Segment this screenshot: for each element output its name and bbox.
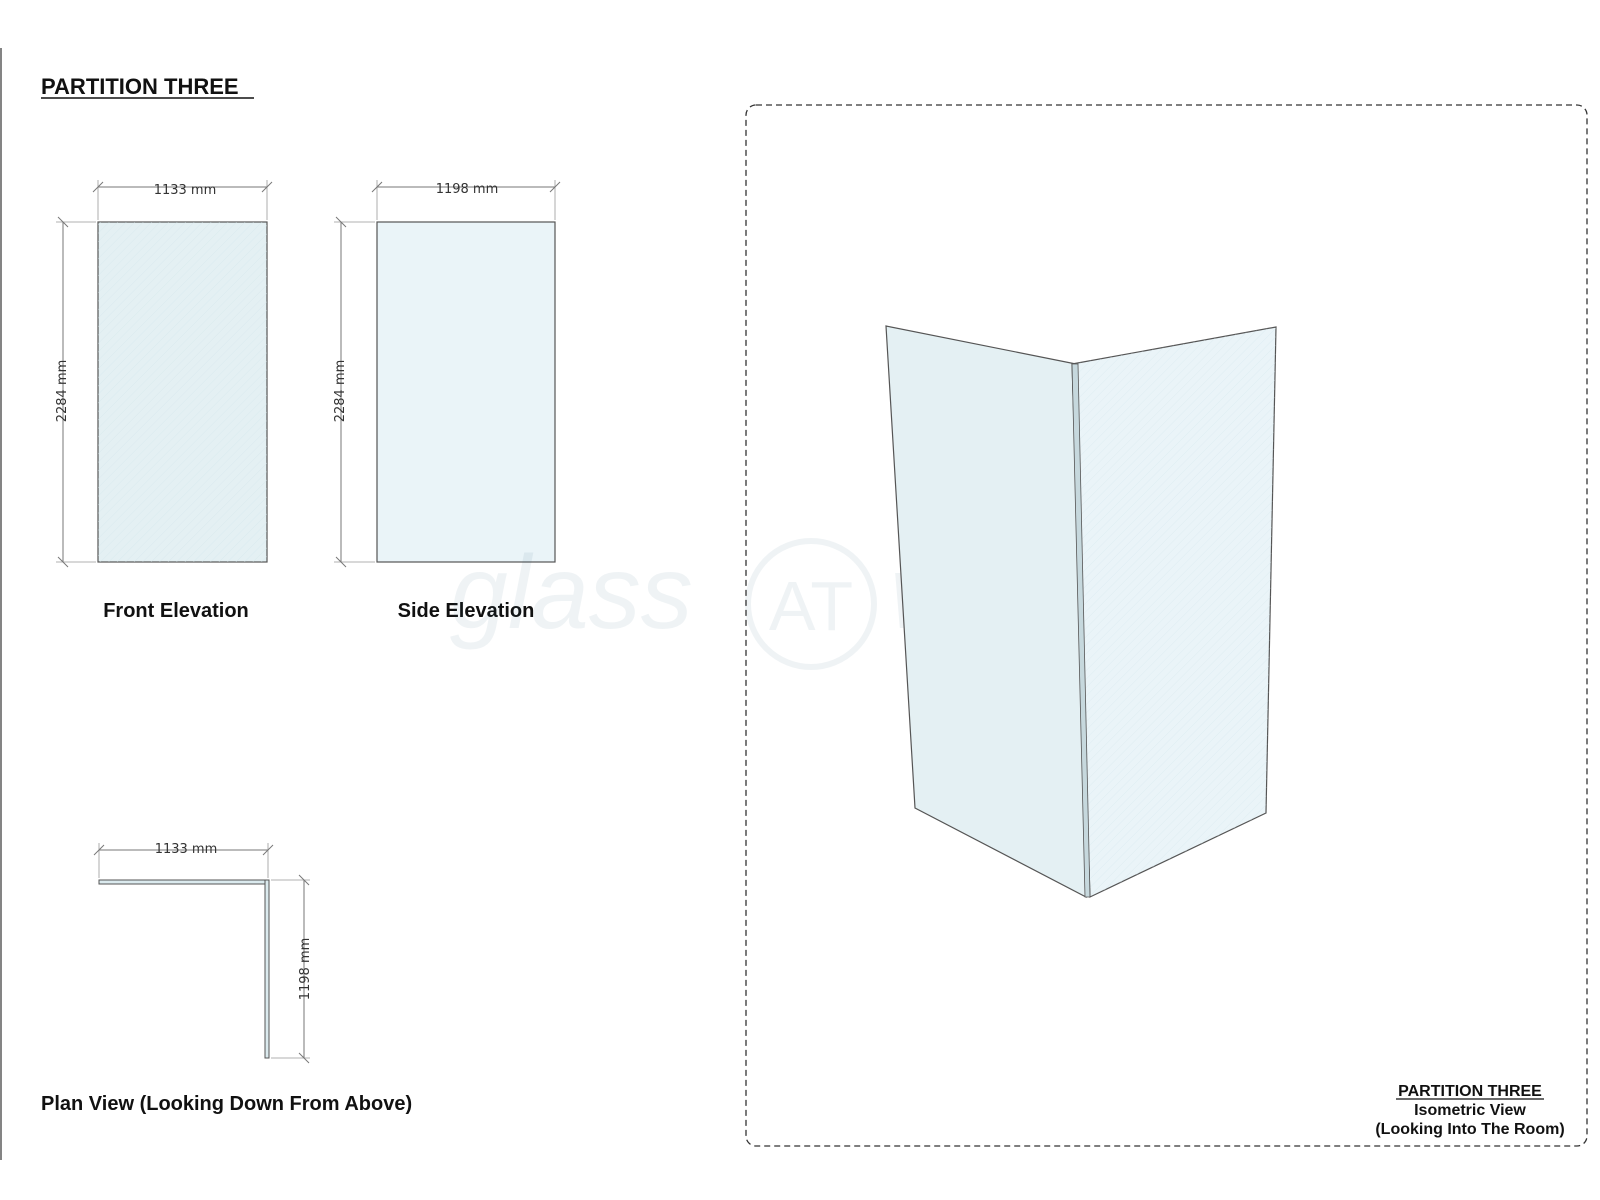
- front-width-tick-left: [92, 181, 104, 193]
- side-width-tick-left: [371, 181, 383, 193]
- iso-left-panel: [885, 325, 1087, 898]
- front-width-tick-right: [261, 181, 273, 193]
- front-width-dim: 1133 mm: [154, 183, 217, 198]
- iso-corner-edge: [1071, 363, 1091, 898]
- side-width-tick-right: [549, 181, 561, 193]
- plan-depth-tick-bottom: [298, 1052, 310, 1064]
- plan-width-tick-right: [262, 844, 274, 856]
- front-elevation: 1133 mm 2284 mm Front Elevation: [55, 180, 273, 622]
- front-height-tick-bottom: [57, 556, 69, 568]
- plan-width-dim: 1133 mm: [155, 842, 218, 857]
- plan-side-panel: [264, 879, 270, 1059]
- side-width-dim: 1198 mm: [436, 182, 499, 197]
- plan-depth-tick-top: [298, 874, 310, 886]
- side-elevation: 1198 mm 2284 mm Side Elevation: [333, 180, 561, 622]
- side-height-tick-top: [335, 216, 347, 228]
- iso-caption: (Looking Into The Room): [1375, 1121, 1564, 1138]
- isometric-view: [885, 325, 1277, 898]
- plan-view-label: Plan View (Looking Down From Above): [41, 1093, 412, 1115]
- side-height-tick-bottom: [335, 556, 347, 568]
- page-title: PARTITION THREE: [41, 74, 239, 99]
- watermark-text-center: AT: [769, 567, 853, 645]
- side-height-dim: 2284 mm: [333, 360, 348, 423]
- plan-depth-dim: 1198 mm: [298, 938, 313, 1001]
- isometric-frame: [745, 104, 1588, 1147]
- plan-view: 1133 mm 1198 mm Plan View (Looking Down …: [41, 842, 412, 1115]
- plan-width-tick-left: [93, 844, 105, 856]
- front-glass-hatch: [98, 222, 267, 562]
- front-height-tick-top: [57, 216, 69, 228]
- iso-title: PARTITION THREE: [1398, 1083, 1542, 1100]
- iso-right-hatch: [1072, 327, 1276, 897]
- watermark-text-left: glass: [450, 535, 693, 651]
- plan-front-panel: [98, 879, 268, 885]
- front-height-dim: 2284 mm: [55, 360, 70, 423]
- side-glass-panel: [376, 221, 556, 563]
- watermark-circle: [745, 538, 877, 670]
- side-elevation-label: Side Elevation: [398, 600, 535, 622]
- front-elevation-label: Front Elevation: [103, 600, 249, 622]
- iso-subtitle: Isometric View: [1414, 1102, 1526, 1119]
